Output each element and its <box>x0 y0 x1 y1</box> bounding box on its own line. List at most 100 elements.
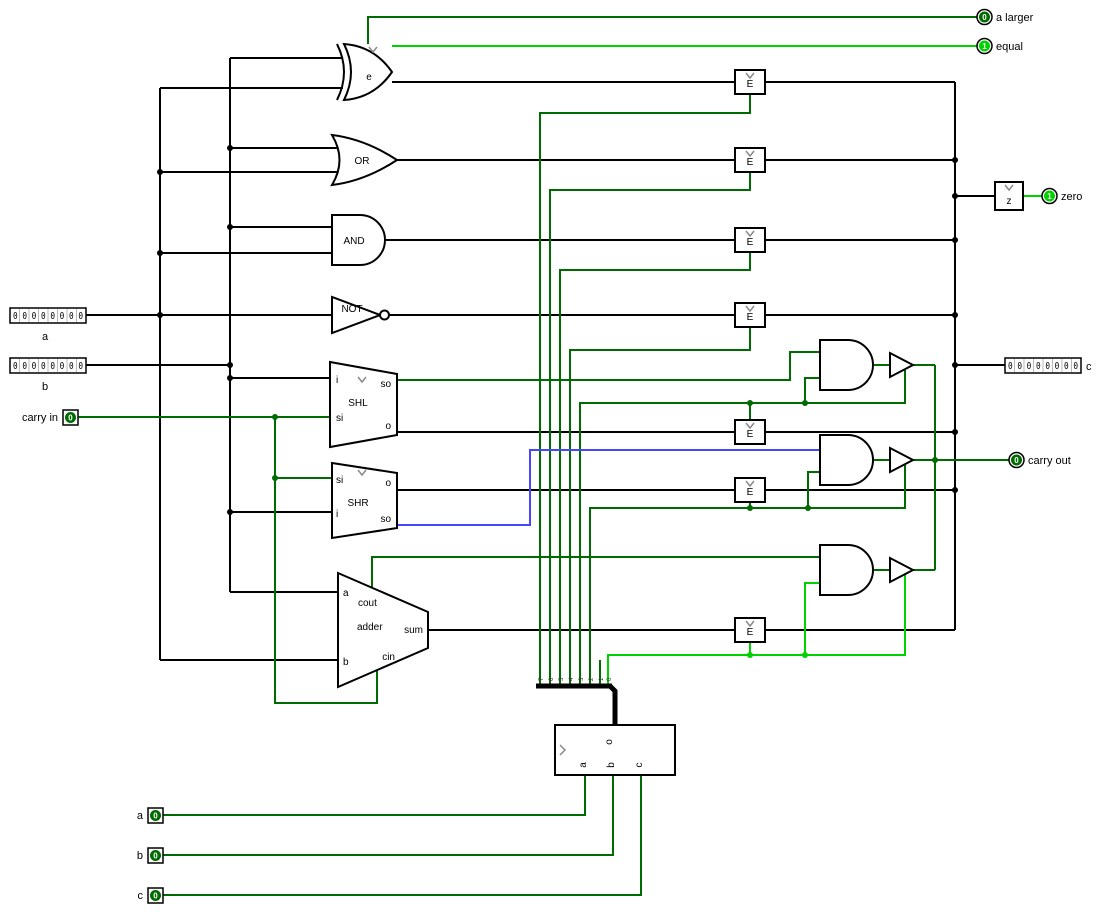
enable-buffer-and: E <box>734 227 766 253</box>
floating-wire <box>395 449 822 526</box>
or-gate: OR <box>330 133 399 187</box>
carry-in-label: carry in <box>22 412 58 424</box>
inverter-bubble <box>379 309 390 321</box>
svg-text:1: 1 <box>1047 192 1052 201</box>
shr-gate: si o SHR i so <box>331 461 398 540</box>
shr-pin-o-label: o <box>385 478 391 489</box>
equal-pin: 1 <box>976 37 993 55</box>
splitter-bit-label: 5 <box>559 677 565 681</box>
anchor-chevron-icon <box>745 230 755 238</box>
op-a-label: a <box>137 810 144 822</box>
splitter-bit-label: 4 <box>569 677 575 681</box>
zero-label: zero <box>1061 191 1082 203</box>
svg-text:0 0 0 0 0 0 0 0: 0 0 0 0 0 0 0 0 <box>13 361 83 372</box>
op-c-pin[interactable]: 0 <box>147 887 164 904</box>
adder-pin-cout-label: cout <box>358 598 377 609</box>
splitter-bit-label: 1 <box>599 677 605 681</box>
svg-text:E: E <box>747 487 754 498</box>
anchor-chevron-icon <box>745 480 755 488</box>
enable-buffer-shl: E <box>734 419 766 445</box>
carry-out-pin: 0 <box>1008 451 1025 469</box>
shr-label: SHR <box>347 498 368 509</box>
svg-text:0 0 0 0 0 0 0 0: 0 0 0 0 0 0 0 0 <box>13 311 83 322</box>
svg-text:E: E <box>747 79 754 90</box>
svg-text:E: E <box>747 627 754 638</box>
anchor-chevron-icon <box>357 376 367 384</box>
svg-text:0: 0 <box>1014 456 1019 465</box>
and-gate-label: AND <box>343 236 364 247</box>
not-gate-label: NOT <box>341 304 362 315</box>
svg-text:0: 0 <box>153 892 158 901</box>
op-a-pin[interactable]: 0 <box>147 807 164 824</box>
op-b-label: b <box>137 850 143 862</box>
shl-pin-so-label: so <box>380 379 391 390</box>
splitter-bit-label: 2 <box>589 677 595 681</box>
a-larger-label: a larger <box>996 12 1034 24</box>
decoder-pin-c-label: c <box>634 763 645 768</box>
shl-label: SHL <box>348 398 368 409</box>
svg-text:E: E <box>747 312 754 323</box>
shr-pin-si-label: si <box>336 475 343 486</box>
decoder-pin-o-label: o <box>604 739 615 745</box>
enable-buffer-xor: E <box>734 69 766 95</box>
not-gate: NOT <box>331 295 390 335</box>
comparator-gate: e <box>336 42 394 102</box>
anchor-chevron-icon <box>745 620 755 628</box>
decoder-pin-a-label: a <box>578 762 589 768</box>
or-gate-label: OR <box>355 156 370 167</box>
input-b-pin[interactable]: 0 0 0 0 0 0 0 0 <box>9 357 87 374</box>
adder-pin-cin-label: cin <box>382 652 395 663</box>
enable-buffer-not: E <box>734 302 766 328</box>
adder-pin-a-label: a <box>343 588 349 599</box>
splitter-bit-label: 6 <box>549 677 555 681</box>
logic-low-wires <box>78 16 1009 896</box>
svg-text:E: E <box>747 429 754 440</box>
carry-in-pin[interactable]: 0 <box>62 409 79 426</box>
anchor-chevron-icon <box>745 305 755 313</box>
shl-pin-o-label: o <box>385 421 391 432</box>
anchor-chevron-icon <box>745 150 755 158</box>
decoder-pin-b-label: b <box>606 762 617 768</box>
shl-pin-i-label: i <box>336 375 338 386</box>
enable-buffer-shr: E <box>734 477 766 503</box>
input-a-pin[interactable]: 0 0 0 0 0 0 0 0 <box>9 307 87 324</box>
bus-splitter: 7 6 5 4 3 2 1 0 <box>536 677 618 725</box>
zero-pin: 1 <box>1041 187 1058 205</box>
splitter-bit-label: 7 <box>539 677 545 681</box>
shr-pin-so-label: so <box>380 514 391 525</box>
adder-pin-sum-label: sum <box>404 625 423 636</box>
enable-buffer-adder: E <box>734 617 766 643</box>
splitter-bit-label: 3 <box>579 677 585 681</box>
carry-and-adder <box>819 544 874 596</box>
and-gate: AND <box>331 214 386 266</box>
splitter-bit-label: 0 <box>607 677 613 681</box>
svg-text:0 0 0 0 0 0 0 0: 0 0 0 0 0 0 0 0 <box>1008 361 1078 372</box>
anchor-chevron-icon <box>368 46 378 54</box>
shr-pin-i-label: i <box>336 509 338 520</box>
svg-text:0: 0 <box>153 852 158 861</box>
carry-buffer-adder <box>889 556 916 584</box>
input-b-label: b <box>42 381 48 393</box>
op-b-pin[interactable]: 0 <box>147 847 164 864</box>
svg-text:E: E <box>747 157 754 168</box>
output-c-label: c <box>1086 361 1092 373</box>
comparator-label: e <box>366 72 372 83</box>
junction-dots <box>157 145 958 658</box>
anchor-chevron-icon <box>1004 184 1014 192</box>
adder-gate: a cout adder sum b cin <box>337 571 429 689</box>
anchor-chevron-icon <box>745 72 755 80</box>
anchor-chevron-icon <box>357 469 367 477</box>
output-c-pin: 0 0 0 0 0 0 0 0 <box>1004 357 1082 374</box>
anchor-chevron-icon <box>559 744 567 756</box>
carry-out-label: carry out <box>1028 455 1071 467</box>
svg-text:0: 0 <box>153 812 158 821</box>
carry-buffer-shr <box>889 446 916 474</box>
input-a-label: a <box>42 331 49 343</box>
op-decoder: o a b c <box>554 724 676 776</box>
shl-gate: i so SHL si o <box>329 360 398 449</box>
carry-and-shl <box>819 339 874 391</box>
svg-text:0: 0 <box>982 13 987 22</box>
svg-text:1: 1 <box>982 42 987 51</box>
zero-detector-gate: z <box>994 181 1024 211</box>
